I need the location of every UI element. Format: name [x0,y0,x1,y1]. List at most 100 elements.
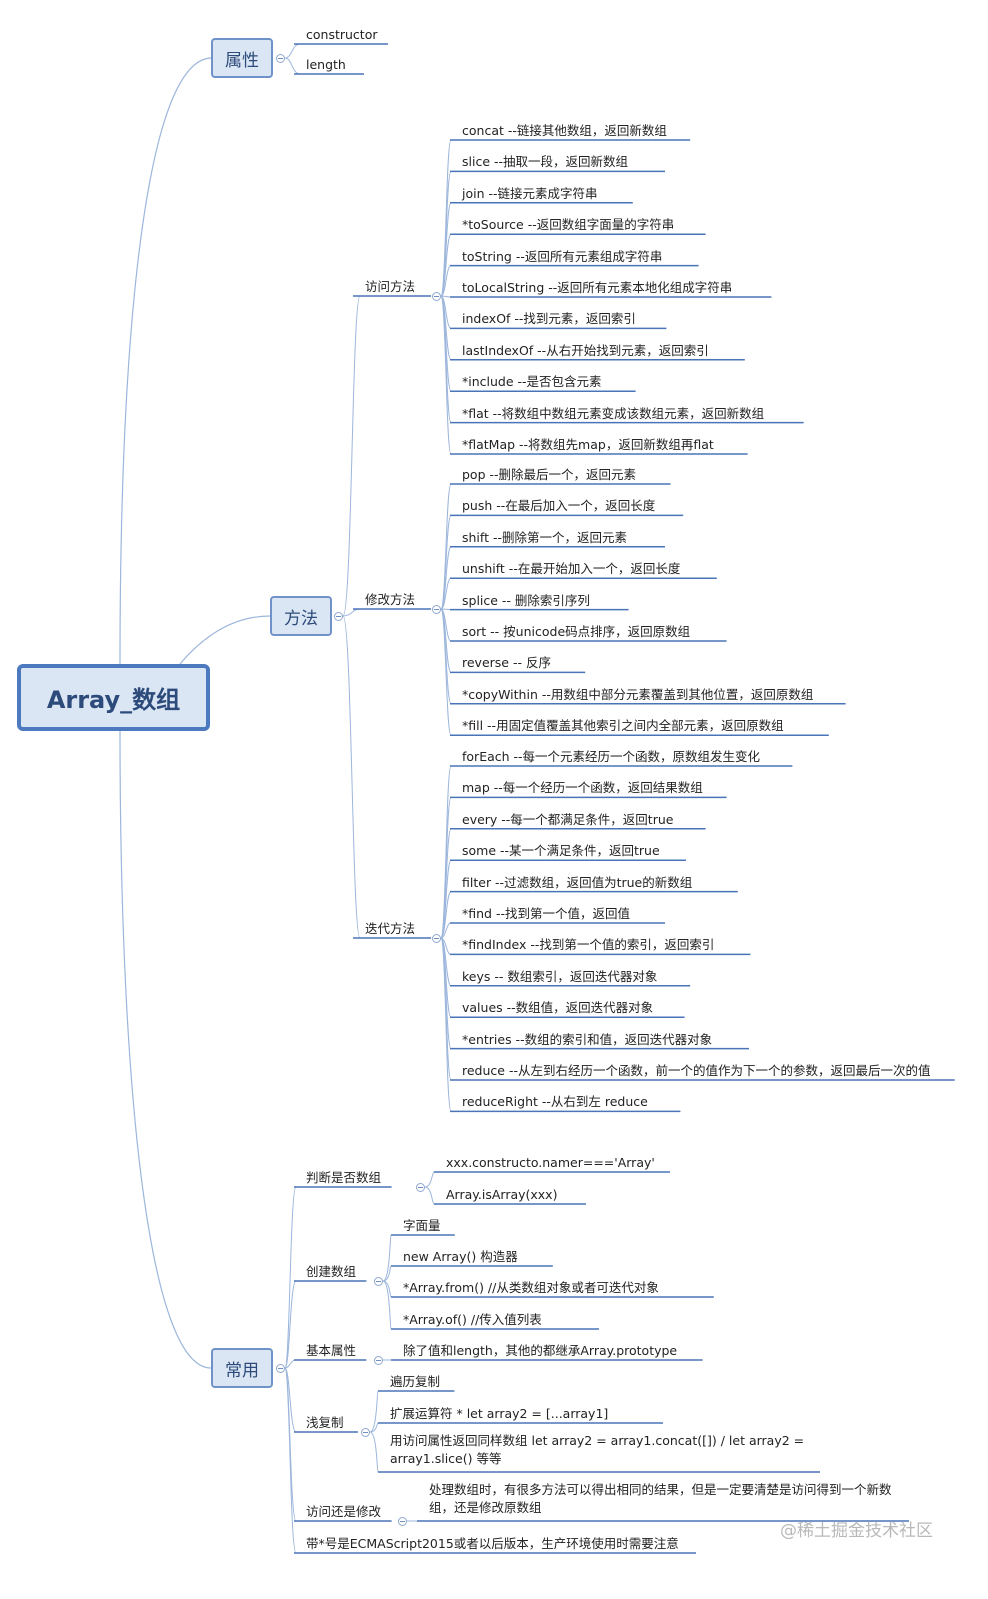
collapse-toggle-icon[interactable] [432,605,441,614]
curve-method-0-0 [440,139,452,297]
common-item-1-1[interactable]: new Array() 构造器 [403,1249,518,1264]
collapse-toggle-icon[interactable] [432,934,441,943]
curve-method-0-10 [440,295,452,455]
branch-common[interactable]: 常用 [211,1348,273,1388]
curve-method-2-4 [440,891,452,939]
common-group-label-4[interactable]: 访问还是修改 [306,1504,382,1519]
method-item-2-3[interactable]: some --某一个满足条件，返回true [462,843,660,859]
common-item-2-0[interactable]: 除了值和length，其他的都继承Array.prototype [403,1343,678,1358]
method-group-label-2[interactable]: 迭代方法 [365,921,416,936]
collapse-toggle-icon[interactable] [398,1517,407,1526]
curve-common-group-1 [284,1280,297,1369]
method-item-1-4[interactable]: splice -- 删除索引序列 [462,592,590,608]
method-group-label-0[interactable]: 访问方法 [365,279,416,294]
method-item-0-2[interactable]: join --链接元素成字符串 [462,185,598,201]
method-item-0-9[interactable]: *flat --将数组中数组元素变成该数组元素，返回新数组 [462,405,765,421]
method-item-2-10[interactable]: reduce --从左到右经历一个函数，前一个的值作为下一个的参数，返回最后一次… [462,1063,931,1078]
curve-methods-group-1 [342,608,361,617]
common-item-1-0[interactable]: 字面量 [403,1218,441,1233]
curve-prop-length [284,57,301,75]
method-item-0-8[interactable]: *include --是否包含元素 [462,374,602,390]
method-item-2-4[interactable]: filter --过滤数组，返回值为true的新数组 [462,874,693,890]
method-item-2-2[interactable]: every --每一个都满足条件，返回true [462,811,674,827]
method-item-1-0[interactable]: pop --删除最后一个，返回元素 [462,467,637,482]
prop-length[interactable]: length [306,57,346,72]
method-item-2-5[interactable]: *find --找到第一个值，返回值 [462,906,630,921]
curve-prop-constructor [284,43,301,59]
common-group-label-1[interactable]: 创建数组 [306,1264,357,1279]
curve-common-0-1 [424,1186,435,1205]
method-item-2-0[interactable]: forEach --每一个元素经历一个函数，原数组发生变化 [462,749,761,764]
curve-method-0-4 [440,265,452,297]
method-item-2-7[interactable]: keys -- 数组索引，返回迭代器对象 [462,968,658,984]
method-item-1-3[interactable]: unshift --在最开始加入一个，返回长度 [462,561,681,577]
method-item-2-9[interactable]: *entries --数组的索引和值，返回迭代器对象 [462,1031,713,1047]
common-group-label-0[interactable]: 判断是否数组 [306,1170,382,1185]
method-item-0-5[interactable]: toLocalString --返回所有元素本地化组成字符串 [462,280,733,295]
collapse-toggle-icon[interactable] [276,1364,285,1373]
common-item-1-3[interactable]: *Array.of() //传入值列表 [403,1312,542,1327]
root-node[interactable]: Array_数组 [17,664,210,731]
curve-method-2-5 [440,922,452,939]
branch-methods[interactable]: 方法 [270,596,332,636]
common-group-label-5[interactable]: 带*号是ECMAScript2015或者以后版本，生产环境使用时需要注意 [306,1536,679,1551]
common-item-3-1[interactable]: 扩展运算符 * let array2 = [...array1] [390,1406,609,1421]
collapse-toggle-icon[interactable] [276,54,285,63]
method-item-1-2[interactable]: shift --删除第一个，返回元素 [462,529,627,545]
common-group-label-2[interactable]: 基本属性 [306,1343,357,1358]
curve-method-1-8 [440,608,452,736]
curve-common-1-1 [382,1265,392,1282]
method-item-0-6[interactable]: indexOf --找到元素，返回索引 [462,311,636,327]
curve-method-1-0 [440,483,452,610]
curve-common-1-0 [382,1234,392,1282]
curve-methods-group-0 [342,295,361,617]
method-item-1-1[interactable]: push --在最后加入一个，返回长度 [462,498,656,514]
common-item-0-0[interactable]: xxx.constructo.namer==='Array' [446,1155,655,1170]
method-item-2-11[interactable]: reduceRight --从右到左 reduce [462,1094,648,1110]
method-item-0-0[interactable]: concat --链接其他数组，返回新数组 [462,123,667,138]
common-item-3-0[interactable]: 遍历复制 [390,1374,441,1389]
method-item-2-6[interactable]: *findIndex --找到第一个值的索引，返回索引 [462,937,715,953]
branch-properties[interactable]: 属性 [211,38,273,78]
curve-method-1-3 [440,577,452,610]
common-item-3-2[interactable]: 用访问属性返回同样数组 let array2 = array1.concat([… [390,1433,805,1466]
method-item-2-1[interactable]: map --每一个经历一个函数，返回结果数组 [462,780,703,796]
curve-common-3-0 [369,1390,379,1433]
prop-constructor[interactable]: constructor [306,27,378,42]
method-item-1-8[interactable]: *fill --用固定值覆盖其他索引之间内全部元素，返回原数组 [462,718,784,734]
method-item-0-3[interactable]: *toSource --返回数组字面量的字符串 [462,217,675,233]
method-item-0-1[interactable]: slice --抽取一段，返回新数组 [462,154,629,170]
curve-common-group-4 [284,1367,297,1522]
curve-methods-group-2 [342,615,361,939]
collapse-toggle-icon[interactable] [374,1356,383,1365]
method-item-1-5[interactable]: sort -- 按unicode码点排序，返回原数组 [462,624,691,639]
curve-method-2-11 [440,937,452,1112]
collapse-toggle-icon[interactable] [374,1277,383,1286]
method-item-2-8[interactable]: values --数组值，返回迭代器对象 [462,1000,654,1016]
common-item-0-1[interactable]: Array.isArray(xxx) [446,1187,558,1202]
common-item-4-0[interactable]: 处理数组时，有很多方法可以得出相同的结果，但是一定要清楚是访问得到一个新数组，还… [429,1482,892,1515]
curve-common-group-0 [284,1186,297,1369]
curve-common-3-2 [369,1431,379,1473]
curve-root-common [119,730,212,1369]
curve-root-methods [179,615,271,665]
collapse-toggle-icon[interactable] [361,1428,370,1437]
common-group-label-3[interactable]: 浅复制 [306,1415,344,1430]
curve-common-0-0 [424,1171,435,1188]
common-item-1-2[interactable]: *Array.from() //从类数组对象或者可迭代对象 [403,1280,659,1295]
watermark: @稀土掘金技术社区 [780,1521,933,1541]
method-group-label-1[interactable]: 修改方法 [365,592,416,607]
collapse-toggle-icon[interactable] [432,292,441,301]
curve-root-properties [119,57,212,665]
curve-common-1-3 [382,1280,392,1330]
method-item-1-7[interactable]: *copyWithin --用数组中部分元素覆盖到其他位置，返回原数组 [462,686,814,702]
curve-common-group-5 [284,1367,297,1554]
collapse-toggle-icon[interactable] [334,612,343,621]
method-item-1-6[interactable]: reverse -- 反序 [462,655,551,671]
curve-common-3-1 [369,1422,379,1433]
method-item-0-10[interactable]: *flatMap --将数组先map，返回新数组再flat [462,437,714,452]
method-item-0-7[interactable]: lastIndexOf --从右开始找到元素，返回索引 [462,342,709,358]
collapse-toggle-icon[interactable] [416,1183,425,1192]
method-item-0-4[interactable]: toString --返回所有元素组成字符串 [462,248,663,264]
